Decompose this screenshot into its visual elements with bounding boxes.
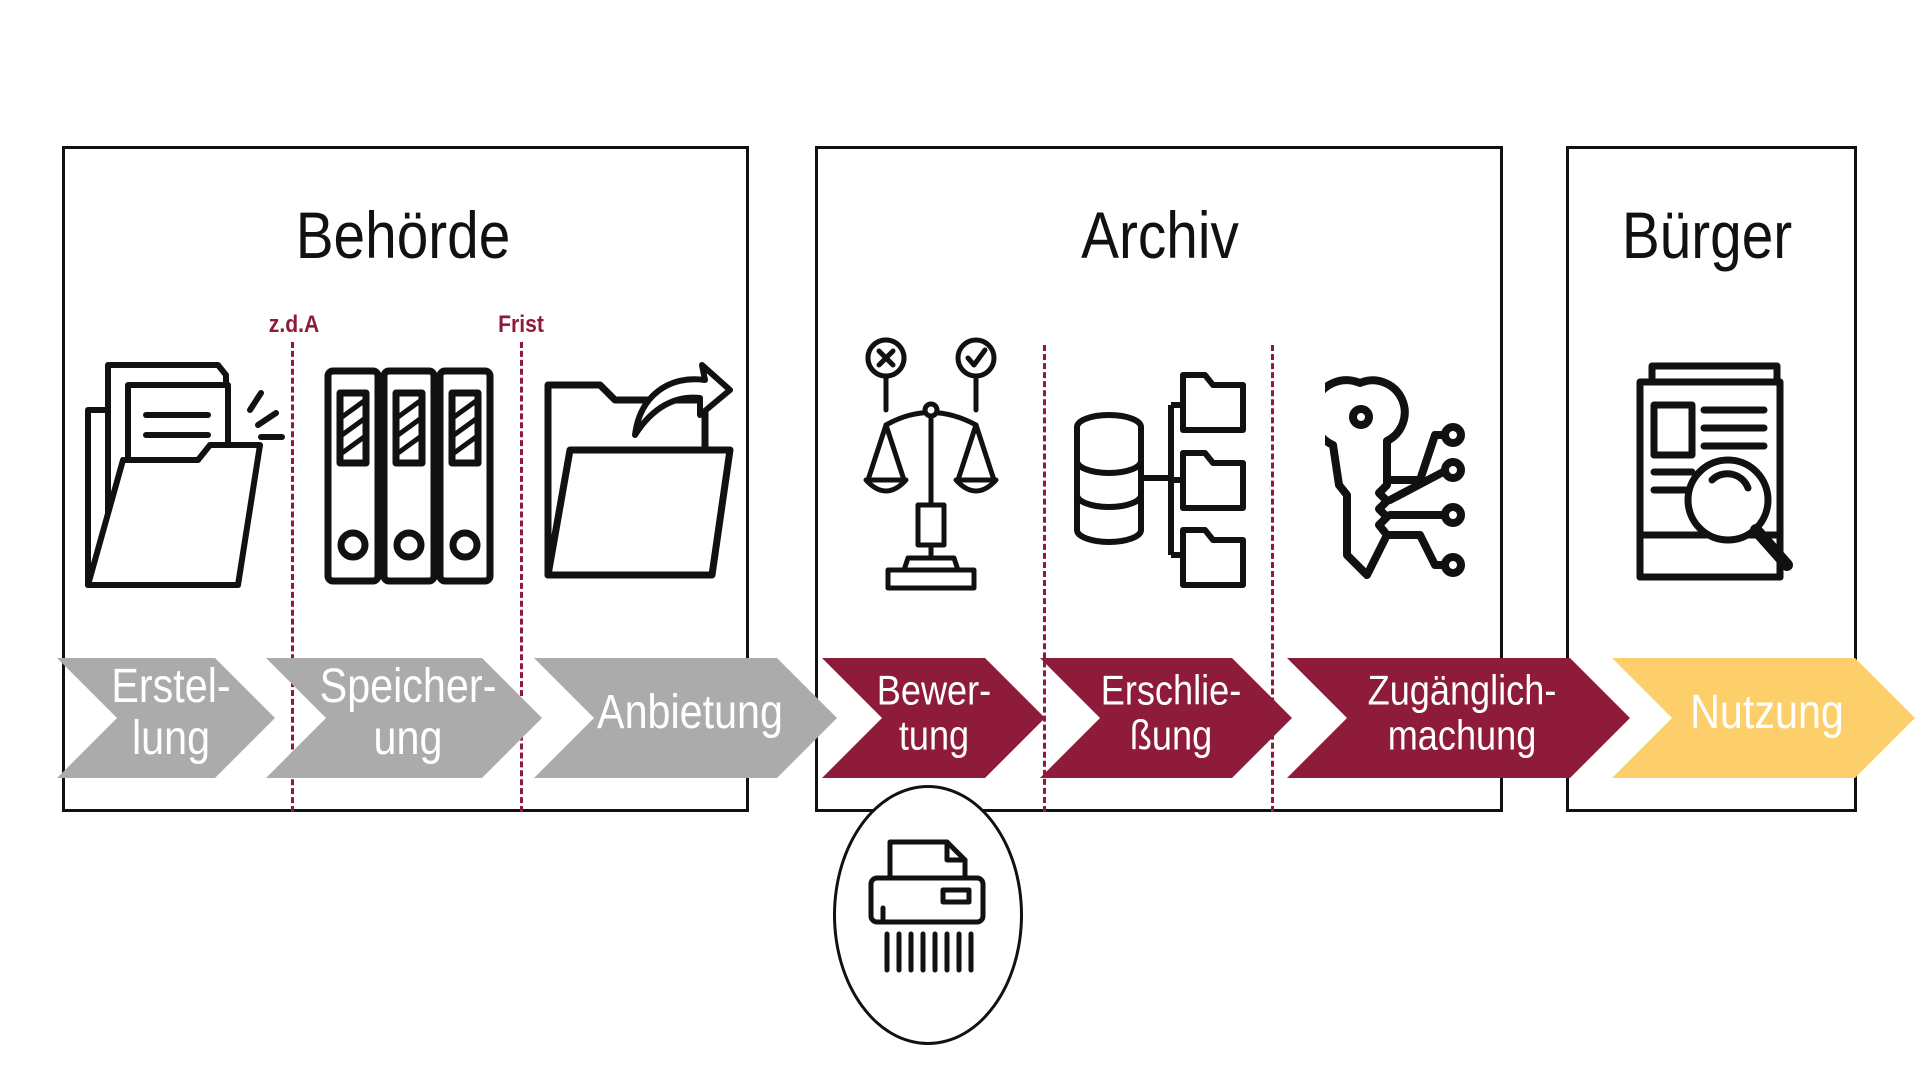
step-label-nutzung-line-1: Nutzung — [1690, 686, 1844, 740]
step-label-zugaenglichmachung-line-1: Zugänglich- — [1367, 666, 1557, 714]
step-label-speicherung: Speicher- ung — [320, 661, 497, 765]
database-hierarchy-icon — [1074, 372, 1246, 588]
step-label-erstellung-line-2: lung — [131, 712, 211, 765]
marker-label-zda: z.d.A — [268, 311, 320, 338]
binders-icon — [324, 367, 494, 585]
step-label-erschliessung-line-2: ßung — [1129, 712, 1213, 759]
step-label-bewertung-line-2: tung — [898, 712, 970, 759]
step-label-bewertung: Bewer- tung — [876, 666, 992, 759]
divider-bewertung-erschliessung — [1043, 345, 1046, 812]
group-title-behoerde: Behörde — [295, 198, 511, 272]
chevron-anbietung — [534, 658, 837, 778]
step-label-erstellung-line-1: Erstel- — [111, 660, 231, 714]
divider-frist — [520, 342, 523, 812]
step-label-zugaenglichmachung: Zugänglich- machung — [1367, 666, 1557, 759]
step-label-anbietung-line-1: Anbietung — [597, 686, 783, 740]
chevron-speicherung — [266, 658, 542, 778]
group-title-buerger: Bürger — [1621, 198, 1793, 272]
divider-zda — [291, 342, 294, 812]
step-label-speicherung-line-2: ung — [373, 712, 443, 765]
frame-behoerde — [62, 146, 749, 812]
step-label-anbietung: Anbietung — [597, 687, 783, 739]
marker-label-frist: Frist — [498, 311, 544, 338]
chevron-erstellung — [57, 658, 275, 778]
step-label-speicherung-line-1: Speicher- — [319, 660, 497, 714]
chevron-nutzung — [1612, 658, 1915, 778]
scales-judgement-icon — [863, 337, 999, 591]
search-document-icon — [1636, 362, 1793, 581]
chevron-bewertung — [822, 658, 1045, 778]
step-label-bewertung-line-1: Bewer- — [876, 666, 992, 714]
step-label-erschliessung: Erschlie- ßung — [1100, 666, 1242, 759]
step-label-zugaenglichmachung-line-2: machung — [1387, 712, 1537, 759]
chevron-erschliessung — [1040, 658, 1292, 778]
step-label-erschliessung-line-1: Erschlie- — [1100, 666, 1242, 714]
group-title-archiv: Archiv — [1081, 198, 1239, 272]
step-label-erstellung: Erstel- lung — [111, 661, 230, 765]
folder-export-icon — [544, 362, 734, 579]
step-label-nutzung: Nutzung — [1690, 687, 1844, 739]
frame-buerger — [1566, 146, 1857, 812]
digital-key-icon — [1325, 376, 1465, 579]
divider-erschliessung-zugaenglich — [1271, 345, 1274, 812]
chevron-zugaenglichmachung — [1287, 658, 1630, 778]
frame-archiv — [815, 146, 1503, 812]
shredder-icon — [868, 839, 986, 973]
folder-documents-icon — [85, 362, 285, 588]
